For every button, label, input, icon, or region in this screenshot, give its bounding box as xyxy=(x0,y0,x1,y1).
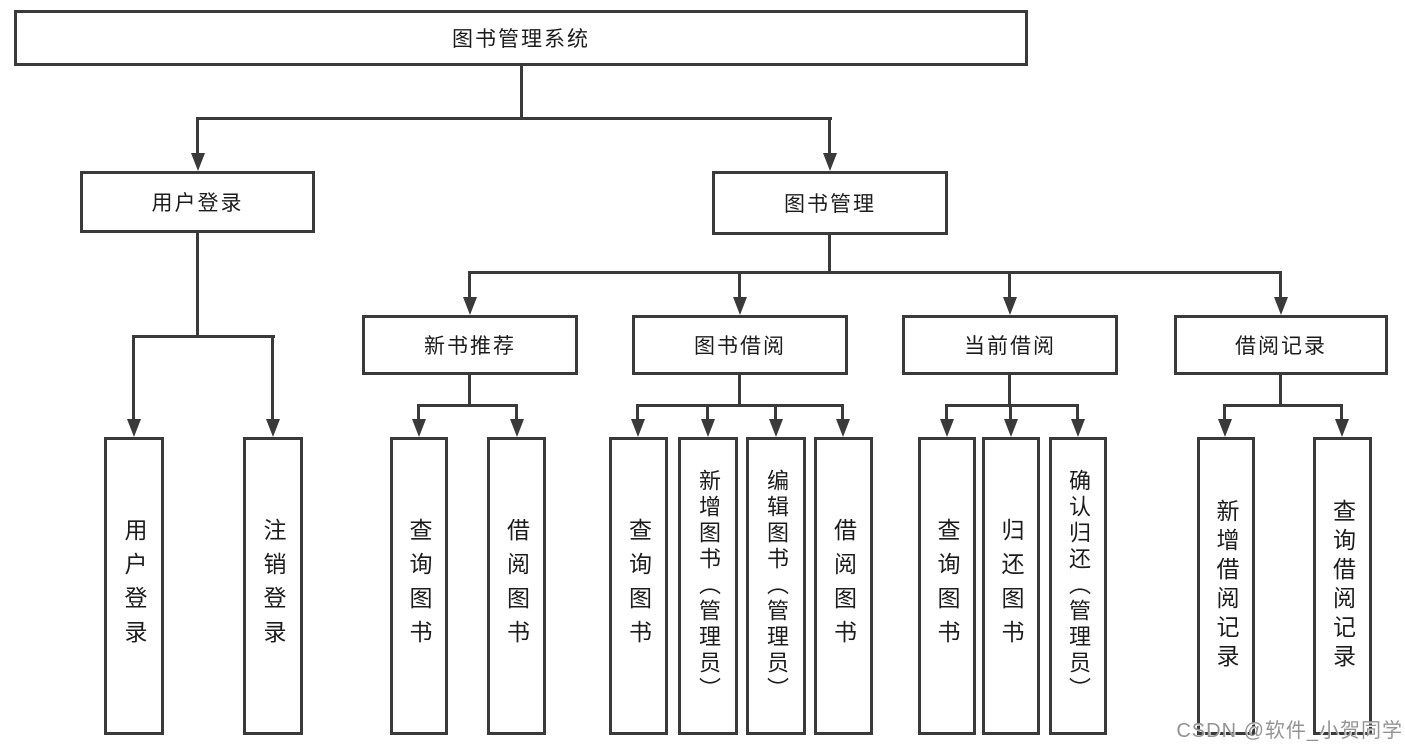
connector-line xyxy=(197,117,832,120)
connector-line xyxy=(196,117,199,155)
connector-line xyxy=(945,404,948,421)
node-user-login: 用户登录 xyxy=(80,171,315,233)
connector-line xyxy=(945,404,1079,407)
arrow-down-icon xyxy=(510,419,524,437)
connector-line xyxy=(841,404,844,421)
leaf-query-books-recommend: 查询图书 xyxy=(390,437,448,735)
leaf-query-books-borrow: 查询图书 xyxy=(609,437,668,735)
arrow-down-icon xyxy=(127,419,141,437)
node-book-management: 图书管理 xyxy=(712,171,948,235)
connector-line xyxy=(1008,375,1011,406)
connector-line xyxy=(196,233,199,337)
csdn-watermark: CSDN @软件_小贺同学 xyxy=(1176,720,1403,742)
connector-line xyxy=(1223,404,1226,421)
connector-line xyxy=(1340,404,1343,421)
connector-line xyxy=(828,117,831,155)
leaf-add-borrow-record: 新增借阅记录 xyxy=(1197,437,1255,735)
arrow-down-icon xyxy=(733,297,747,315)
arrow-down-icon xyxy=(631,419,645,437)
connector-line xyxy=(271,335,274,420)
leaf-query-books-current: 查询图书 xyxy=(918,437,976,735)
arrow-down-icon xyxy=(1071,419,1085,437)
arrow-down-icon xyxy=(940,419,954,437)
connector-line xyxy=(417,404,518,407)
connector-line xyxy=(417,404,420,421)
connector-line xyxy=(636,404,639,421)
connector-line xyxy=(468,271,471,299)
arrow-down-icon xyxy=(1218,419,1232,437)
leaf-logout: 注销登录 xyxy=(243,437,303,735)
arrow-down-icon xyxy=(701,419,715,437)
connector-line xyxy=(1008,271,1011,299)
connector-line xyxy=(1223,404,1343,407)
arrow-down-icon xyxy=(769,419,783,437)
connector-line xyxy=(706,404,709,421)
node-book-borrow: 图书借阅 xyxy=(632,315,848,375)
connector-line xyxy=(515,404,518,421)
connector-line xyxy=(1279,271,1282,299)
node-new-book-recommend: 新书推荐 xyxy=(362,315,578,375)
node-current-borrow: 当前借阅 xyxy=(902,315,1118,375)
connector-line xyxy=(1279,375,1282,406)
leaf-user-login: 用户登录 xyxy=(104,437,164,735)
connector-line xyxy=(132,335,135,420)
leaf-borrow-books: 借阅图书 xyxy=(814,437,873,735)
arrow-down-icon xyxy=(191,153,205,171)
connector-line xyxy=(738,375,741,406)
connector-line xyxy=(520,66,523,118)
connector-line xyxy=(828,235,831,273)
arrow-down-icon xyxy=(823,153,837,171)
leaf-confirm-return-admin: 确认归还（管理员） xyxy=(1049,437,1107,735)
connector-line xyxy=(636,404,844,407)
node-library-management-system: 图书管理系统 xyxy=(14,10,1028,66)
arrow-down-icon xyxy=(1274,297,1288,315)
arrow-down-icon xyxy=(266,419,280,437)
leaf-edit-books-admin: 编辑图书（管理员） xyxy=(746,437,806,735)
arrow-down-icon xyxy=(1003,297,1017,315)
node-borrow-record: 借阅记录 xyxy=(1174,315,1388,375)
connector-line xyxy=(1076,404,1079,421)
connector-line xyxy=(1009,404,1012,421)
leaf-add-books-admin: 新增图书（管理员） xyxy=(678,437,738,735)
connector-line xyxy=(468,375,471,406)
connector-line xyxy=(738,271,741,299)
arrow-down-icon xyxy=(412,419,426,437)
leaf-borrow-books-recommend: 借阅图书 xyxy=(487,437,546,735)
arrow-down-icon xyxy=(463,297,477,315)
leaf-query-borrow-record: 查询借阅记录 xyxy=(1313,437,1372,735)
arrow-down-icon xyxy=(1335,419,1349,437)
arrow-down-icon xyxy=(1004,419,1018,437)
leaf-return-books: 归还图书 xyxy=(982,437,1040,735)
connector-line xyxy=(133,335,275,338)
connector-line xyxy=(468,271,1282,274)
connector-line xyxy=(774,404,777,421)
arrow-down-icon xyxy=(836,419,850,437)
